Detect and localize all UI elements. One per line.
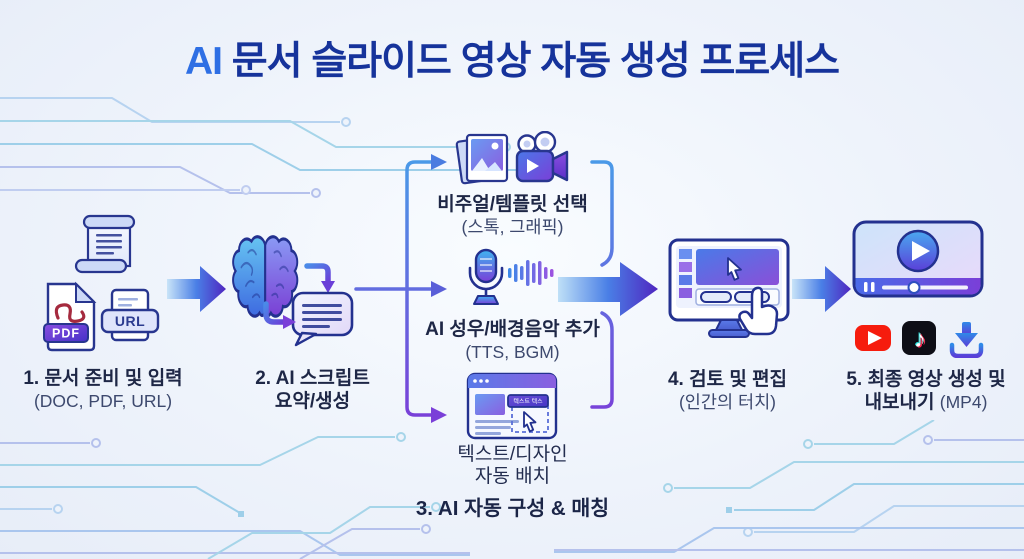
scroll-document-icon	[74, 214, 136, 274]
branch-audio-sublabel: (TTS, BGM)	[465, 342, 560, 362]
title-accent: AI	[184, 40, 223, 83]
text-badge: 텍스트 텍스	[507, 394, 549, 408]
progress-knob	[907, 281, 921, 294]
circuit-pattern-bottom-left	[0, 432, 470, 559]
step2-label: 2. AI 스크립트	[255, 368, 370, 389]
progress-bar	[882, 285, 968, 290]
arrow-merge-step4	[558, 262, 658, 316]
screen-cursor-icon	[727, 257, 742, 281]
video-camera-icon	[515, 131, 569, 183]
fork-arrowhead-bottom	[431, 407, 447, 423]
title-rest: 문서 슬라이드 영상 자동 생성 프로세스	[221, 40, 840, 83]
page-title: AI 문서 슬라이드 영상 자동 생성 프로세스	[0, 30, 1024, 86]
branch-layout-label-line2: 자동 배치	[474, 466, 551, 487]
step4-label: 4. 검토 및 편집	[667, 369, 788, 390]
cursor-arrow-icon	[523, 411, 537, 433]
youtube-icon	[855, 325, 891, 351]
tiktok-icon: ♪ ♪ ♪	[902, 321, 936, 355]
download-icon	[949, 322, 984, 358]
svg-text:♪: ♪	[913, 325, 925, 352]
step2-label-line2: 요약/생성	[274, 391, 351, 412]
url-badge-icon: URL	[100, 288, 160, 342]
photo-stack-icon	[455, 133, 509, 185]
step4-sublabel: (인간의 터치)	[678, 392, 777, 412]
video-player-icon	[852, 220, 984, 298]
branch-visual-label: 비주얼/템플릿 선택	[437, 194, 588, 215]
branch-audio-label: AI 성우/배경음악 추가	[425, 319, 600, 340]
svg-text:♪: ♪	[916, 327, 928, 354]
voice-music-icons	[468, 248, 554, 305]
visual-template-icons	[455, 131, 569, 185]
svg-text:♪: ♪	[914, 326, 926, 353]
fork-bracket-left	[354, 160, 433, 417]
branch-visual-sublabel: (스톡, 그래픽)	[461, 217, 564, 237]
step1-label: 1. 문서 준비 및 입력	[23, 368, 183, 389]
pdf-file-icon: PDF	[43, 281, 97, 352]
arrow-step1-step2	[167, 266, 226, 312]
circuit-pattern-bottom-right	[554, 420, 1024, 553]
curved-arrow-right-icon	[263, 301, 296, 329]
url-label: URL	[115, 313, 145, 329]
audio-waveform-icon	[508, 260, 554, 286]
ai-brain-script-icon	[232, 235, 354, 347]
script-speech-bubble-icon	[291, 291, 354, 347]
review-edit-monitor-icon	[668, 238, 790, 338]
step5-label: 5. 최종 영상 생성 및	[846, 369, 1006, 390]
fork-arrowhead-middle	[431, 281, 447, 297]
curved-arrow-down-icon	[304, 263, 335, 293]
text-badge-label: 텍스트 텍스	[513, 399, 543, 406]
step5-format-text: (MP4)	[939, 392, 988, 412]
step3-label: 3. AI 자동 구성 & 매칭	[415, 497, 610, 520]
merge-bracket-right	[590, 160, 614, 409]
touch-hand-icon	[738, 286, 779, 336]
export-platform-icons: ♪ ♪ ♪	[855, 321, 984, 358]
arrow-step4-step5	[792, 266, 851, 312]
fork-arrowhead-top	[431, 154, 447, 170]
step1-sublabel: (DOC, PDF, URL)	[33, 391, 173, 411]
layout-browser-icon: 텍스트 텍스	[466, 372, 558, 440]
sidebar-thumbnails	[679, 249, 692, 298]
pause-icon	[864, 282, 875, 292]
brain-icon	[232, 235, 299, 318]
branch-layout-label: 텍스트/디자인	[457, 444, 568, 465]
microphone-icon	[468, 248, 504, 305]
step5-label-line2: 내보내기 (MP4)	[828, 391, 1024, 414]
step5-export-text: 내보내기	[864, 392, 935, 413]
pdf-label: PDF	[52, 327, 80, 341]
